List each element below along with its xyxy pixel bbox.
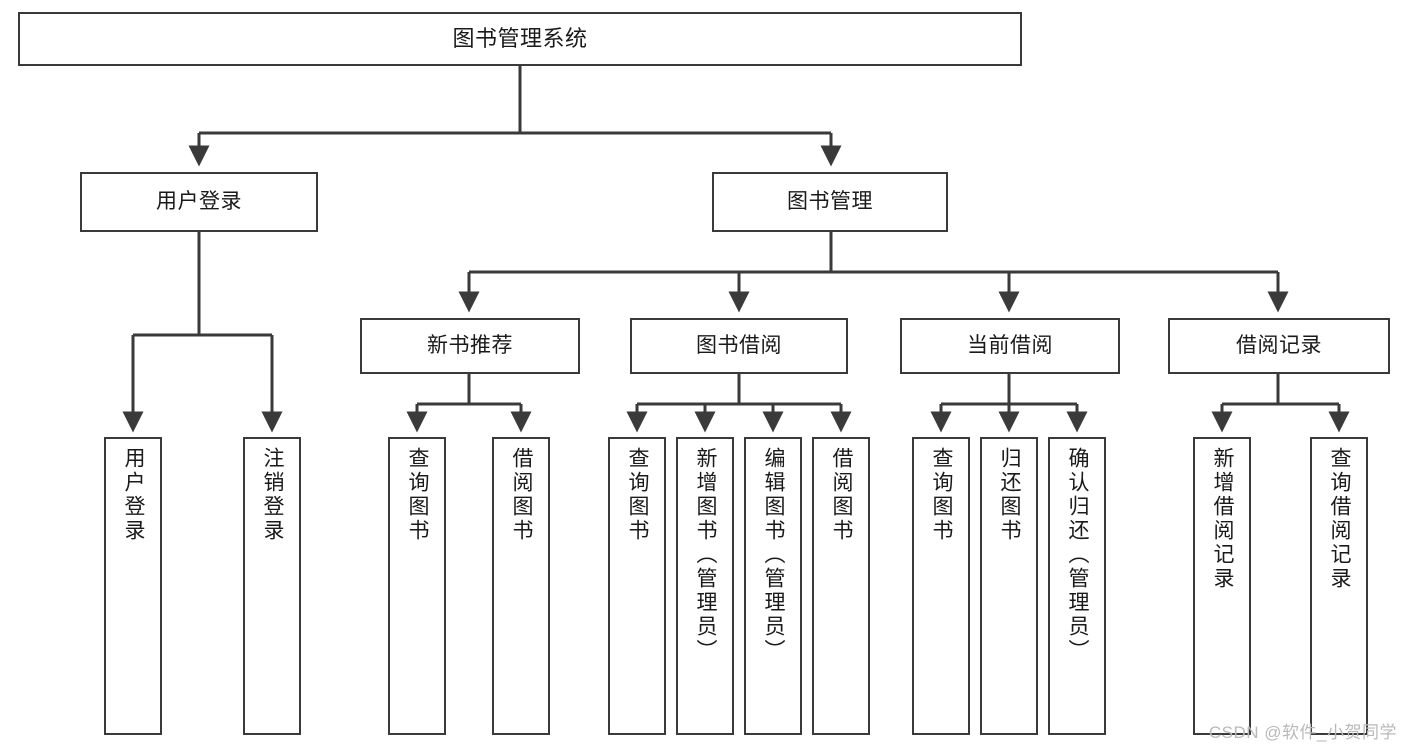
node-new-book-recommend[interactable]: 新书推荐 <box>360 318 580 374</box>
node-leaf-edit-book[interactable]: 编辑图书（管理员） <box>744 437 802 735</box>
node-leaf-borrow-book-recommend[interactable]: 借阅图书 <box>492 437 550 735</box>
node-label: 图书借阅 <box>696 333 782 357</box>
node-label: 查询图书 <box>930 447 954 543</box>
node-leaf-logout-login[interactable]: 注销登录 <box>243 437 301 735</box>
node-label: 查询图书 <box>626 447 650 543</box>
node-book-borrow[interactable]: 图书借阅 <box>630 318 848 374</box>
node-label: 借阅图书 <box>830 447 854 543</box>
node-root-book-management-system[interactable]: 图书管理系统 <box>18 12 1022 66</box>
node-label: 确认归还（管理员） <box>1066 447 1090 663</box>
node-book-management[interactable]: 图书管理 <box>712 172 948 232</box>
node-label: 用户登录 <box>156 189 242 213</box>
node-label: 当前借阅 <box>967 333 1053 357</box>
node-label: 查询借阅记录 <box>1328 447 1352 591</box>
node-leaf-add-book[interactable]: 新增图书（管理员） <box>676 437 734 735</box>
node-leaf-borrow-book[interactable]: 借阅图书 <box>812 437 870 735</box>
node-label: 图书管理 <box>787 189 873 213</box>
node-label: 新增图书（管理员） <box>694 447 718 663</box>
node-label: 借阅图书 <box>510 447 534 543</box>
node-label: 借阅记录 <box>1236 333 1322 357</box>
node-label: 用户登录 <box>122 447 146 543</box>
node-label: 查询图书 <box>406 447 430 543</box>
node-label: 编辑图书（管理员） <box>762 447 786 663</box>
node-label: 新书推荐 <box>427 333 513 357</box>
node-label: 图书管理系统 <box>452 26 588 52</box>
node-borrow-record[interactable]: 借阅记录 <box>1168 318 1390 374</box>
node-leaf-query-book-borrow[interactable]: 查询图书 <box>608 437 666 735</box>
node-leaf-query-book-recommend[interactable]: 查询图书 <box>388 437 446 735</box>
node-label: 归还图书 <box>998 447 1022 543</box>
node-current-borrow[interactable]: 当前借阅 <box>900 318 1120 374</box>
node-leaf-return-book[interactable]: 归还图书 <box>980 437 1038 735</box>
node-leaf-user-login[interactable]: 用户登录 <box>104 437 162 735</box>
node-leaf-query-book-current[interactable]: 查询图书 <box>912 437 970 735</box>
node-label: 注销登录 <box>261 447 285 543</box>
node-leaf-add-borrow-record[interactable]: 新增借阅记录 <box>1193 437 1251 735</box>
node-user-login[interactable]: 用户登录 <box>80 172 318 232</box>
node-leaf-query-borrow-record[interactable]: 查询借阅记录 <box>1310 437 1368 735</box>
node-leaf-confirm-return[interactable]: 确认归还（管理员） <box>1048 437 1106 735</box>
node-label: 新增借阅记录 <box>1211 447 1235 591</box>
